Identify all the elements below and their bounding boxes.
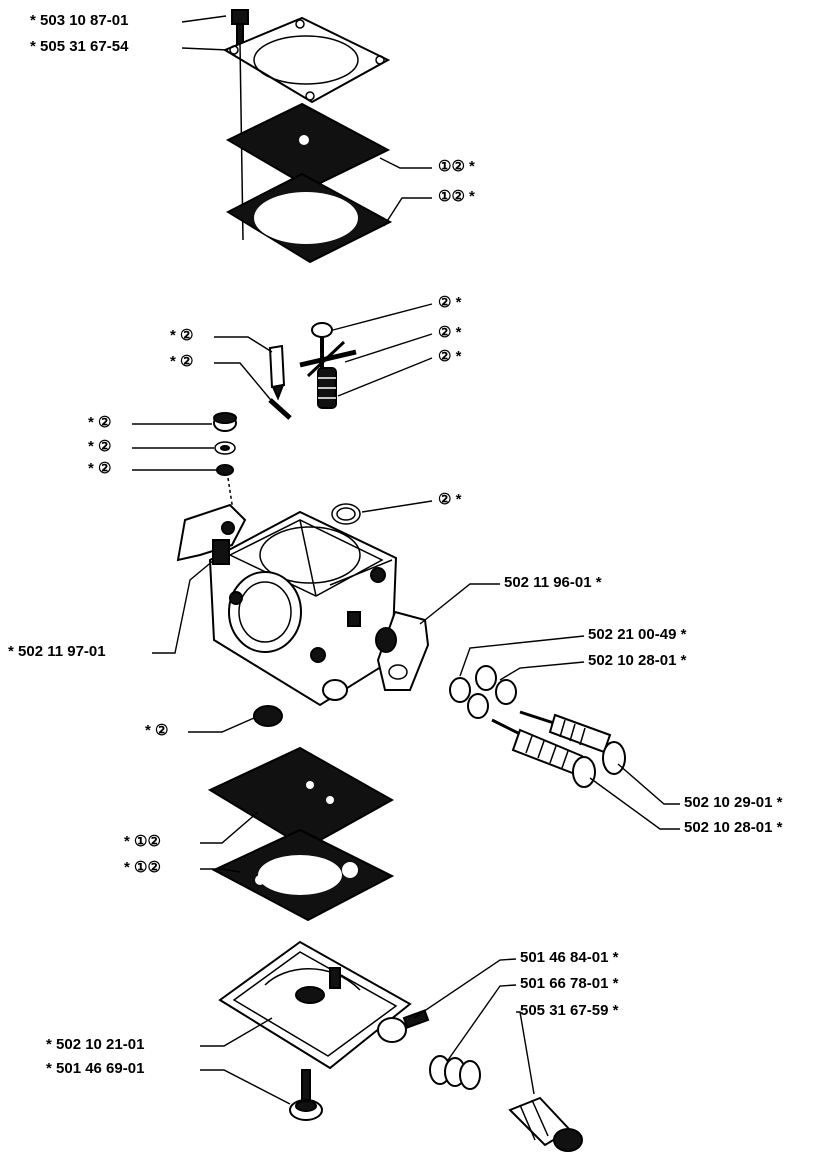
part-label-pump-diaphragm: ①② * [438,158,475,175]
leader-line [337,357,433,397]
leader-line [200,1069,291,1105]
cover-screw [231,9,249,45]
leader-line [188,717,255,733]
limiter-pin [402,1009,430,1029]
part-label-gasket-ring: ② * [438,491,462,508]
part-label-o-ring-large: 502 21 00-49 * [588,626,687,643]
leader-line [332,303,433,331]
leader-line [214,362,276,406]
idle-speed-screw [508,1096,583,1152]
leader-line [379,157,432,169]
part-label-metering-diaphragm: * ①② [124,833,161,850]
plug-seal [253,705,283,727]
part-label-plug-seal: * ② [145,722,169,739]
leader-line [447,984,517,1061]
choke-lever [176,503,247,565]
metering-cover [218,940,412,1070]
part-label-pump-cover: * 505 31 67-54 [30,38,129,55]
part-label-throttle-lever: 502 11 96-01 * [504,574,602,591]
part-label-idle-speed-screw: 505 31 67-59 * [520,1002,619,1019]
lever-screw [311,322,333,370]
part-label-main-adjust-screw: 502 10 28-01 * [684,819,783,836]
pump-gasket [225,172,393,264]
part-label-adjust-spring: 501 66 78-01 * [520,975,619,992]
seal [216,464,234,476]
metering-diaphragm [207,746,395,850]
part-label-cover-screw-bottom: * 501 46 69-01 [46,1060,145,1077]
part-label-cap: * ② [88,414,112,431]
part-label-metering-cover: * 502 10 21-01 [46,1036,145,1053]
part-label-lever-screw: ② * [438,294,462,311]
leader-line [589,777,680,830]
metering-lever [299,340,357,378]
leader-line [383,197,432,227]
leader-line [181,47,229,51]
part-label-choke-lever: * 502 11 97-01 [8,643,106,660]
cover-screw-bottom [289,1069,323,1121]
part-label-seal: * ② [88,460,112,477]
part-label-inlet-needle: * ② [170,327,194,344]
lever-spring [317,367,337,409]
part-label-cover-screw: * 503 10 87-01 [30,12,129,29]
leader-line [459,635,585,677]
washer [214,441,236,455]
leader-line [499,661,585,681]
leader-line [214,336,273,353]
o-rings [449,665,517,719]
adjust-spring [429,1055,481,1090]
inlet-needle [268,344,286,401]
leader-line [200,811,259,844]
main-adjust-screw [491,718,596,788]
leader-line [152,559,215,654]
part-label-limiter-pin: 501 46 84-01 * [520,949,619,966]
leader-line [344,333,433,363]
part-label-pump-gasket: ①② * [438,188,475,205]
part-label-washer: * ② [88,438,112,455]
leader-line [617,763,680,805]
leader-line [200,1017,273,1047]
metering-gasket [211,828,395,922]
part-label-metering-lever: ② * [438,324,462,341]
pump-diaphragm [225,102,391,190]
part-label-metering-gasket: * ①② [124,859,161,876]
leader-line [361,500,433,513]
leader-line [181,15,227,23]
pump-cover [222,16,391,104]
part-label-idle-adjust-screw: 502 10 29-01 * [684,794,783,811]
leader-line [516,1011,535,1095]
cap [213,412,237,432]
leader-line [419,583,500,625]
part-label-lever-spring: ② * [438,348,462,365]
leader-line [200,868,241,873]
part-label-lever-pin: * ② [170,353,194,370]
carburetor-body [208,510,398,707]
part-label-o-ring-small: 502 10 28-01 * [588,652,687,669]
leader-line [413,958,517,1019]
gasket-ring [331,503,361,525]
